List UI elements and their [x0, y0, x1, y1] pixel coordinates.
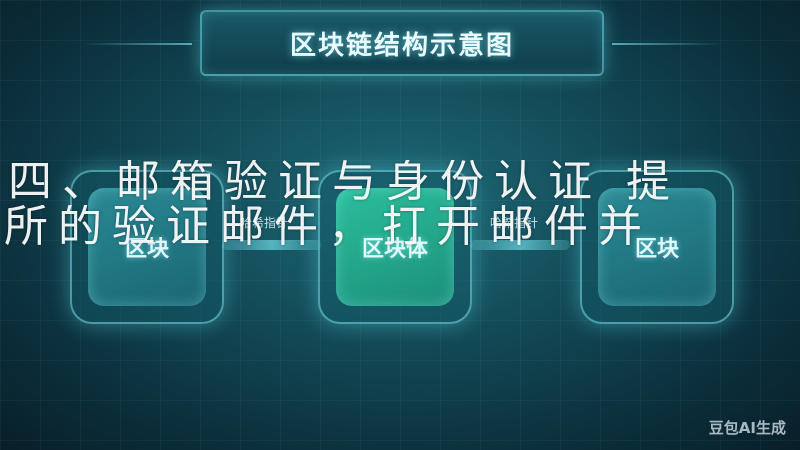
block-center-label: 区块体 [361, 237, 428, 262]
chain-link-left [222, 240, 322, 250]
block-left-inner: 区块 [88, 188, 206, 306]
block-right-inner: 区块 [598, 188, 716, 306]
overlay-text-line-1: 四、邮箱验证与身份认证 提 [8, 160, 680, 204]
overlay-text-line-2: 所的验证邮件，打开邮件并 [4, 205, 652, 249]
chain-label-left: 哈希指针 [240, 216, 289, 230]
page-title: 区块链结构示意图 [289, 30, 514, 61]
block-left: 区块 [70, 170, 224, 324]
title-banner: 区块链结构示意图 [82, 10, 604, 76]
chain-link-right [470, 240, 570, 250]
block-center: 区块体 [318, 170, 472, 324]
block-left-label: 区块 [124, 237, 169, 262]
block-right: 区块 [580, 170, 734, 324]
block-center-inner: 区块体 [336, 188, 454, 306]
watermark: 豆包AI生成 [708, 419, 786, 437]
block-right-label: 区块 [634, 237, 679, 262]
chain-label-right: 哈希指针 [490, 216, 539, 230]
